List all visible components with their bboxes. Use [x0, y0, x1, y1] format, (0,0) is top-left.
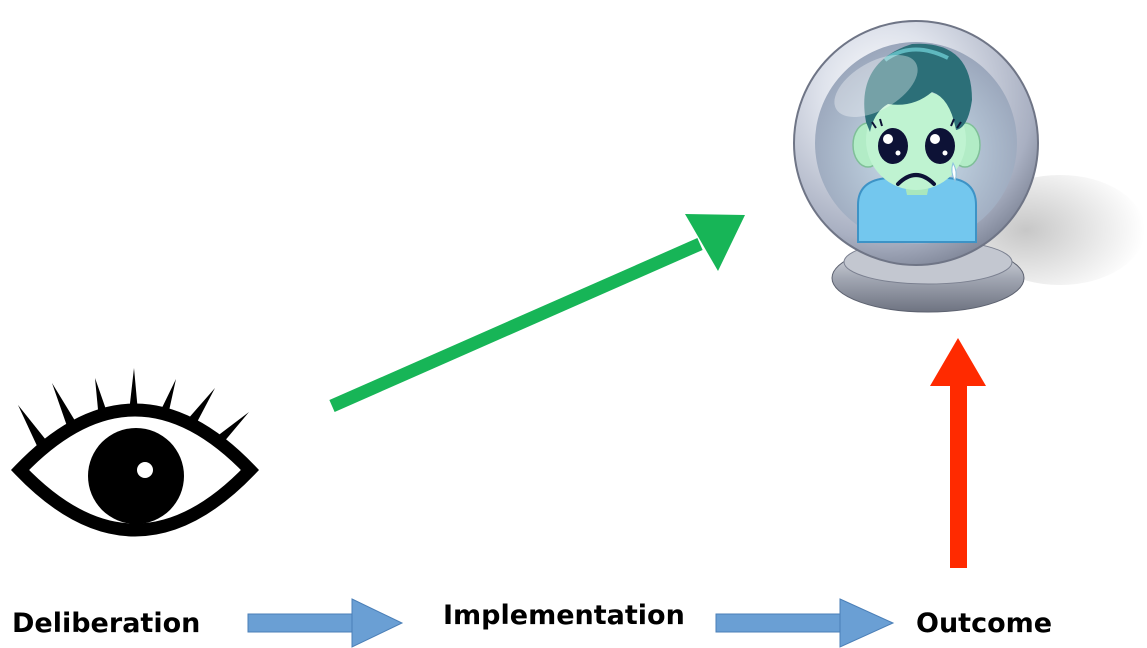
flow-arrow-deliberation-implementation [247, 598, 404, 648]
outcome-arrow [930, 338, 986, 568]
flow-arrow-implementation-outcome [715, 598, 895, 648]
stage-label-outcome: Outcome [916, 608, 1053, 639]
sad-crying-face-icon [852, 43, 981, 243]
eye-icon [10, 368, 260, 537]
stage-label-implementation: Implementation [443, 600, 685, 631]
prediction-arrow [329, 214, 745, 412]
crystal-ball-icon [793, 20, 1145, 313]
stage-label-deliberation: Deliberation [12, 608, 201, 639]
